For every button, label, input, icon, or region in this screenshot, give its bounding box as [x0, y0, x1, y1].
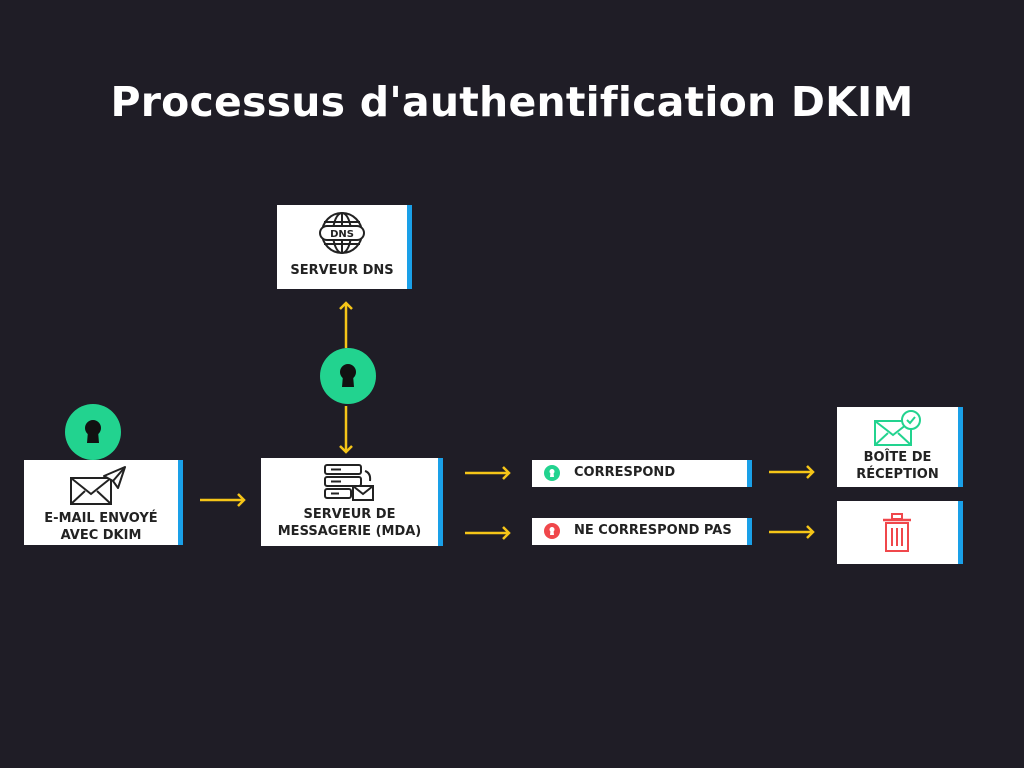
trash-icon [883, 513, 911, 552]
mda-dns-lock-icon [320, 348, 376, 404]
nomatch-result-box: NE CORRESPOND PAS [532, 518, 752, 545]
mail-server-icon [324, 464, 374, 501]
mda-to-match-arrow [465, 466, 511, 480]
dns-server-label: SERVEUR DNS [290, 263, 394, 278]
nomatch-lock-icon [544, 523, 560, 539]
dns-down-arrow [339, 406, 353, 454]
inbox-box: BOÎTE DE RÉCEPTION [837, 407, 963, 487]
mail-server-box: SERVEUR DE MESSAGERIE (MDA) [261, 458, 443, 546]
nomatch-result-label: NE CORRESPOND PAS [574, 523, 732, 538]
email-to-mda-arrow [200, 493, 246, 507]
dns-icon-text: DNS [330, 229, 354, 240]
dns-globe-icon: DNS [319, 212, 365, 254]
mda-to-nomatch-arrow [465, 526, 511, 540]
mail-server-label: SERVEUR DE MESSAGERIE (MDA) [277, 507, 422, 539]
inbox-label: BOÎTE DE RÉCEPTION [856, 450, 939, 482]
match-to-inbox-arrow [769, 465, 815, 479]
trash-box [837, 501, 963, 564]
dns-server-box: DNS SERVEUR DNS [277, 205, 412, 289]
match-result-box: CORRESPOND [532, 460, 752, 487]
nomatch-to-trash-arrow [769, 525, 815, 539]
email-sent-label: E-MAIL ENVOYÉ AVEC DKIM [44, 511, 158, 543]
page-title: Processus d'authentification DKIM [110, 78, 914, 126]
dns-up-arrow [339, 301, 353, 348]
send-mail-icon [70, 466, 126, 505]
email-sent-box: E-MAIL ENVOYÉ AVEC DKIM [24, 460, 183, 545]
match-result-label: CORRESPOND [574, 465, 676, 480]
match-lock-icon [544, 465, 560, 481]
mail-check-icon [874, 410, 921, 446]
email-lock-icon [65, 404, 121, 460]
